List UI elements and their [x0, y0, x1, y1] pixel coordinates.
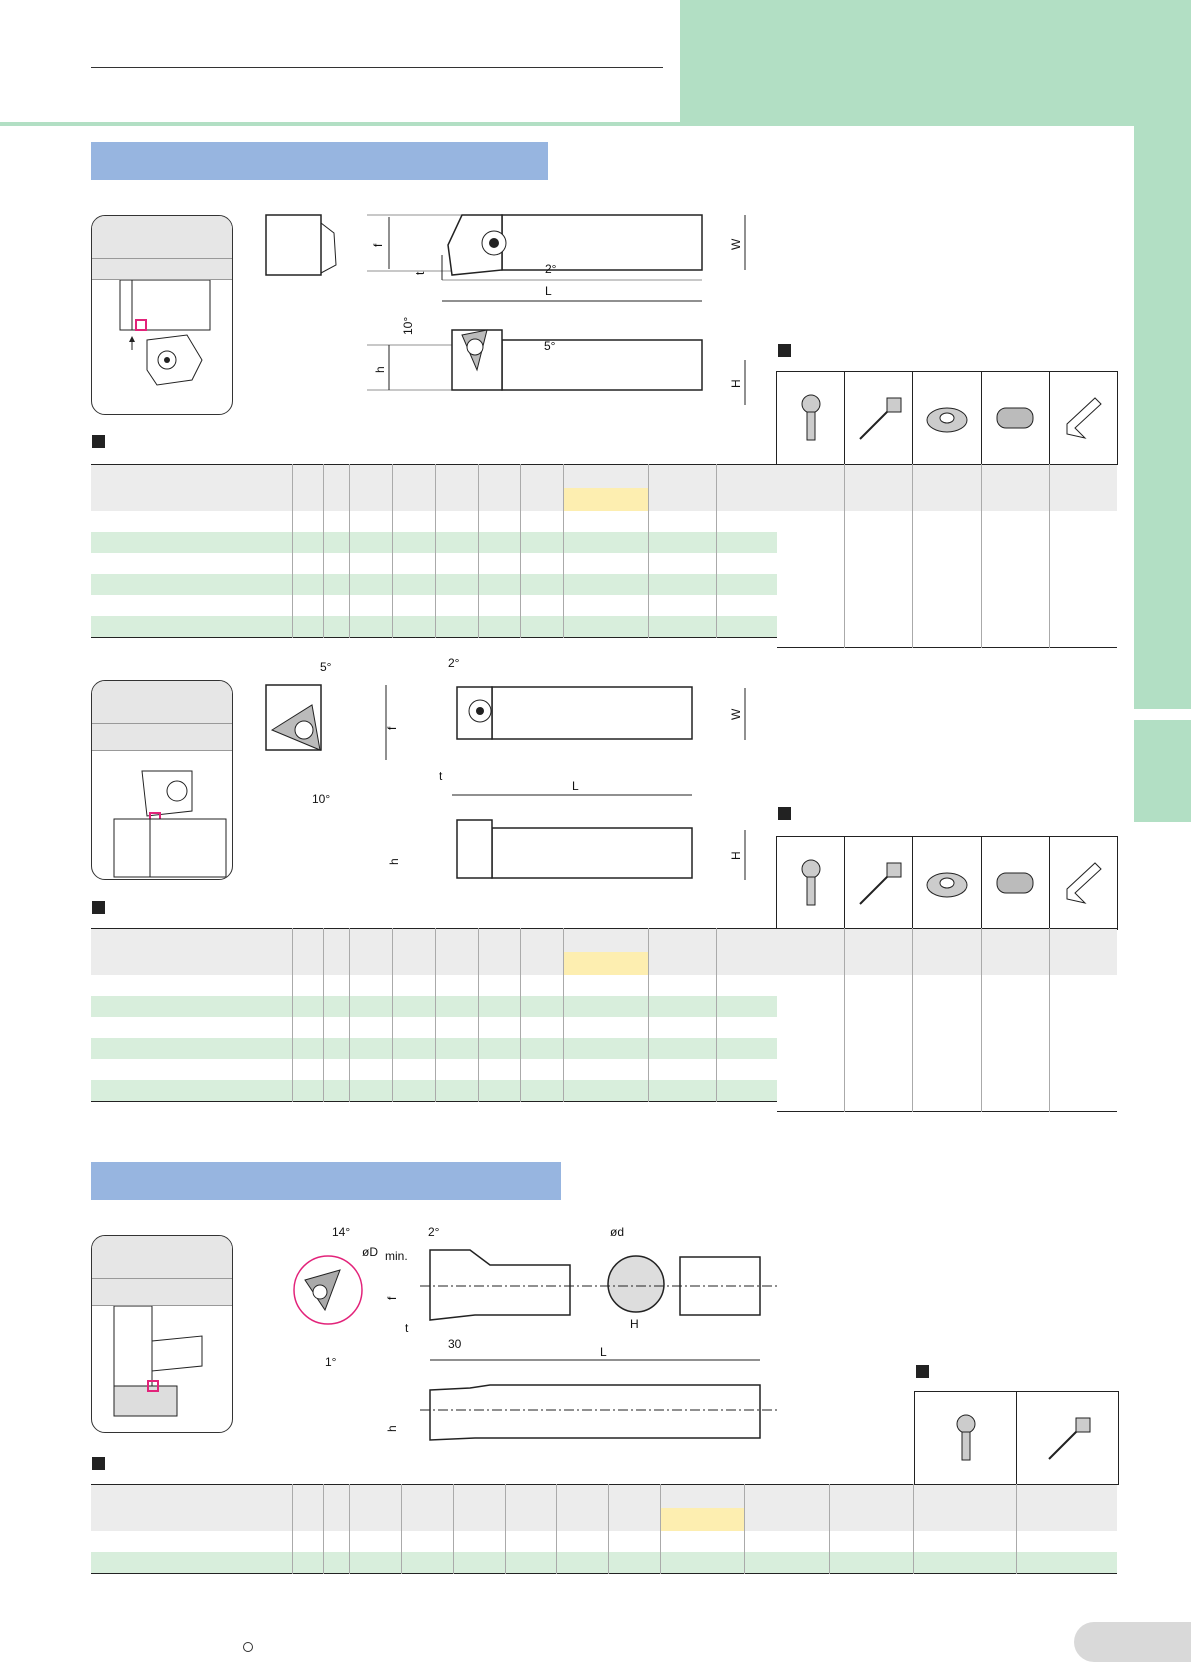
svg-text:ød: ød [610, 1225, 624, 1239]
set-screw-icon [980, 837, 1049, 929]
section1-W-H-dims: W H [729, 215, 746, 405]
svg-text:f: f [385, 726, 399, 730]
svg-text:10°: 10° [312, 792, 330, 806]
svg-text:min.: min. [385, 1249, 408, 1263]
section2-W-H-dims: W H [729, 688, 746, 880]
table3-marker [92, 1457, 105, 1470]
section2-tool-drawing: 5° 10° f t 2° L h [265, 656, 693, 879]
section2-parts-box [776, 836, 1118, 930]
svg-text:2°: 2° [448, 656, 460, 670]
application-diagram [119, 279, 211, 386]
section2-spec-table [91, 928, 777, 1102]
svg-text:h: h [387, 858, 401, 865]
section1-parts-box [776, 371, 1118, 465]
svg-text:H: H [630, 1317, 639, 1331]
clamp-screw-icon [915, 1392, 1016, 1484]
svg-text:H: H [729, 851, 743, 860]
section1-spec-table [91, 464, 777, 638]
svg-text:t: t [405, 1321, 409, 1335]
section3-tool-drawing: 14° øD min. 1° 2° ød f t 30 H L h [293, 1225, 780, 1441]
header-rule [91, 67, 663, 68]
section3-title-band [91, 1162, 561, 1200]
dim-10deg: 10° [401, 317, 415, 335]
svg-text:2°: 2° [428, 1225, 440, 1239]
dim-5deg: 5° [544, 339, 556, 353]
dim-L: L [545, 284, 552, 298]
side-index-tab[interactable] [1134, 124, 1191, 709]
svg-text:h: h [385, 1425, 399, 1432]
clamp-screw-icon [777, 372, 844, 464]
dim-2deg: 2° [545, 262, 557, 276]
svg-text:W: W [729, 708, 743, 720]
svg-text:W: W [729, 238, 743, 250]
section1-application-icon [91, 215, 233, 415]
svg-text:L: L [572, 779, 579, 793]
clamp-screw-icon [777, 837, 844, 929]
side-index-tab-secondary[interactable] [1134, 720, 1191, 822]
clamp-icon [912, 372, 980, 464]
hex-key-icon [1048, 372, 1117, 464]
section2-parts-table [777, 928, 1117, 1112]
parts-marker-3 [916, 1365, 929, 1378]
svg-text:øD: øD [362, 1245, 378, 1259]
wrench-icon [844, 372, 912, 464]
set-screw-icon [980, 372, 1049, 464]
svg-text:f: f [385, 1296, 399, 1300]
header-green-block [680, 0, 1191, 124]
parts-marker-2 [778, 807, 791, 820]
footer-circle-mark [243, 1642, 253, 1652]
svg-text:5°: 5° [320, 660, 332, 674]
section1-title-band [91, 142, 548, 180]
svg-text:1°: 1° [325, 1355, 337, 1369]
section1-tool-drawing: f t L 2° 5° 10° h [265, 214, 703, 391]
dim-h: h [373, 366, 387, 373]
svg-text:H: H [729, 379, 743, 388]
header-bottom-band [0, 122, 1191, 126]
dim-t: t [413, 271, 427, 275]
section1-parts-table [777, 464, 1117, 648]
table2-marker [92, 901, 105, 914]
clamp-icon [912, 837, 980, 929]
application-diagram [113, 770, 227, 878]
page-number-tab [1074, 1622, 1191, 1662]
svg-text:14°: 14° [332, 1225, 350, 1239]
dim-f: f [371, 243, 385, 247]
parts-marker-1 [778, 344, 791, 357]
wrench-icon [1016, 1392, 1118, 1484]
svg-text:L: L [600, 1345, 607, 1359]
section3-spec-table [91, 1484, 1117, 1574]
application-diagram [113, 1305, 203, 1417]
section2-application-icon [91, 680, 233, 880]
hex-key-icon [1048, 837, 1117, 929]
svg-text:30: 30 [448, 1337, 462, 1351]
table1-marker [92, 435, 105, 448]
svg-text:t: t [439, 769, 443, 783]
section3-application-icon [91, 1235, 233, 1433]
wrench-icon [844, 837, 912, 929]
section3-parts-box [914, 1391, 1119, 1485]
